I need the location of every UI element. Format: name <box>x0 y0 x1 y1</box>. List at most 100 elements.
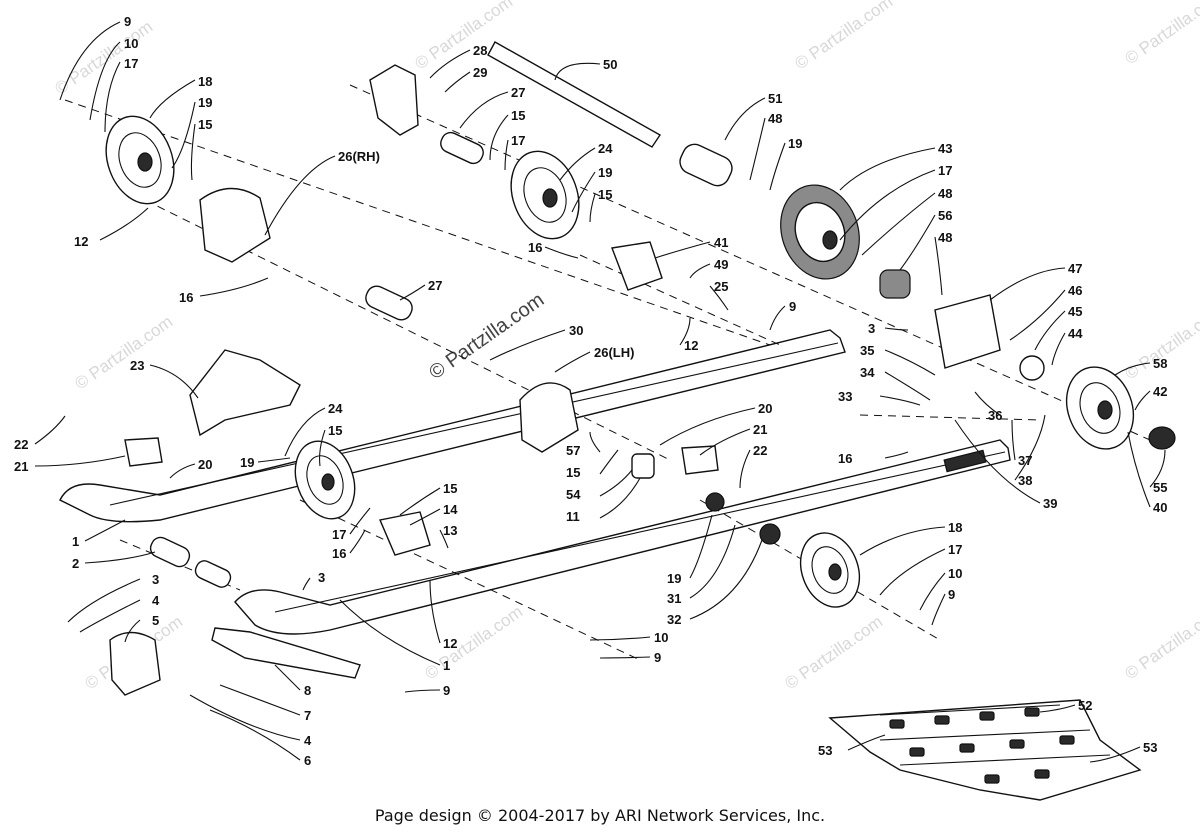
callout-label: 15 <box>598 187 612 202</box>
wheel-43-top-right <box>780 184 860 280</box>
wheel-18-top-left <box>105 115 175 205</box>
callout-label: 52 <box>1078 698 1092 713</box>
callout-label: 45 <box>1068 304 1082 319</box>
wheel-24-top-center <box>510 150 580 240</box>
block-21-right <box>681 445 719 475</box>
callout-label: 48 <box>768 111 782 126</box>
callout-label: 51 <box>768 91 782 106</box>
callout-label: 22 <box>753 443 767 458</box>
spacer-51 <box>679 143 733 187</box>
callout-label: 36 <box>988 408 1002 423</box>
collar-45 <box>1019 355 1045 381</box>
callout-label: 54 <box>566 487 581 502</box>
block-14 <box>379 511 431 556</box>
callout-label: 26(RH) <box>338 149 380 164</box>
wear-strip-8 <box>211 627 361 679</box>
callout-label: 9 <box>789 299 796 314</box>
block-21-left <box>124 437 163 467</box>
callout-label: 19 <box>667 571 681 586</box>
callout-label: 42 <box>1153 384 1167 399</box>
callout-label: 15 <box>511 108 525 123</box>
callout-label: 47 <box>1068 261 1082 276</box>
track-section <box>828 699 1142 801</box>
slide-rails <box>59 329 1011 635</box>
watermark: © Partzilla.com <box>1121 0 1200 68</box>
callout-label: 9 <box>948 587 955 602</box>
bracket-26-lh <box>519 382 579 453</box>
callout-label: 16 <box>838 451 852 466</box>
callout-label: 3 <box>868 321 875 336</box>
wheel-18-bottom-right <box>799 532 861 608</box>
callout-label: 19 <box>240 455 254 470</box>
callout-label: 27 <box>511 85 525 100</box>
watermark: © Partzilla.com <box>421 602 526 683</box>
callout-label: 15 <box>566 465 580 480</box>
callout-label: 21 <box>14 459 28 474</box>
callout-label: 46 <box>1068 283 1082 298</box>
callout-label: 29 <box>473 65 487 80</box>
callout-label: 37 <box>1018 453 1032 468</box>
callout-label: 19 <box>788 136 802 151</box>
spacer-56 <box>879 269 911 299</box>
callout-label: 25 <box>714 279 728 294</box>
callout-label: 17 <box>124 56 138 71</box>
spacer-27-top <box>440 131 484 165</box>
callout-label: 19 <box>198 95 212 110</box>
wheel-58-rear <box>1065 366 1176 450</box>
callout-label: 43 <box>938 141 952 156</box>
arm-23 <box>189 349 301 437</box>
axles <box>64 41 1151 661</box>
callout-label: 10 <box>124 36 138 51</box>
callout-label: 20 <box>198 457 212 472</box>
callout-label: 24 <box>598 141 613 156</box>
callout-label: 38 <box>1018 473 1032 488</box>
callout-label: 58 <box>1153 356 1167 371</box>
callout-label: 14 <box>443 502 458 517</box>
callout-label: 13 <box>443 523 457 538</box>
callout-label: 18 <box>198 74 212 89</box>
callout-label: 15 <box>443 481 457 496</box>
callout-label: 10 <box>654 630 668 645</box>
spacer-2 <box>149 536 191 568</box>
callout-label: 21 <box>753 422 767 437</box>
callout-label: 2 <box>72 556 79 571</box>
watermark: © Partzilla.com <box>51 17 156 98</box>
callout-label: 57 <box>566 443 580 458</box>
idler-wheels <box>105 115 1176 608</box>
bracket-26-rh <box>199 187 271 263</box>
watermark: © Partzilla.com <box>791 0 896 73</box>
callout-label: 9 <box>654 650 661 665</box>
bumper-5 <box>109 631 161 696</box>
callout-label: 12 <box>443 636 457 651</box>
callout-label: 49 <box>714 257 728 272</box>
callout-label: 32 <box>667 612 681 627</box>
callout-label: 11 <box>566 509 580 524</box>
callout-label: 39 <box>1043 496 1057 511</box>
callout-label: 24 <box>328 401 343 416</box>
callout-label: 15 <box>328 423 342 438</box>
callout-label: 44 <box>1068 326 1083 341</box>
callout-label: 22 <box>14 437 28 452</box>
bushing-19 <box>705 492 725 512</box>
callout-label: 23 <box>130 358 144 373</box>
callout-label: 17 <box>332 527 346 542</box>
callout-label: 19 <box>598 165 612 180</box>
callout-label: 9 <box>443 683 450 698</box>
callout-label: 53 <box>1143 740 1157 755</box>
callout-label: 9 <box>124 14 131 29</box>
callout-label: 17 <box>938 163 952 178</box>
callout-label: 48 <box>938 186 952 201</box>
callout-label: 5 <box>152 613 159 628</box>
plate-47 <box>934 294 1001 369</box>
callout-label: 48 <box>938 230 952 245</box>
callout-label: 34 <box>860 365 875 380</box>
callout-label: 50 <box>603 57 617 72</box>
callout-label: 16 <box>332 546 346 561</box>
callout-label: 12 <box>684 338 698 353</box>
bracket-28 <box>369 64 419 136</box>
brackets-and-spacers <box>109 64 1045 696</box>
callout-label: 1 <box>72 534 79 549</box>
callout-label: 15 <box>198 117 212 132</box>
watermark: © Partzilla.com <box>1121 302 1200 383</box>
callout-label: 1 <box>443 658 450 673</box>
